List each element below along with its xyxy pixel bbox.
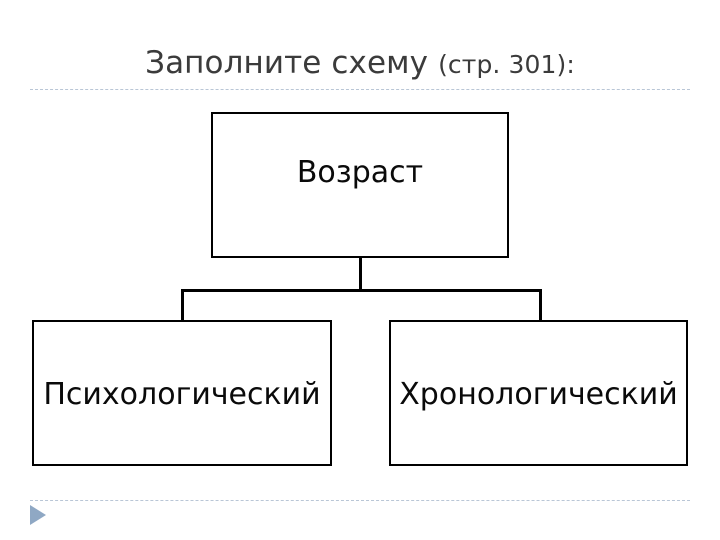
page-title: Заполните схему (стр. 301): <box>0 44 720 84</box>
diagram-node-child-0: Психологический <box>32 320 332 466</box>
connector-stem <box>359 257 362 292</box>
diagram-node-child-0-label: Психологический <box>43 377 321 412</box>
page-title-reference: (стр. 301): <box>438 50 575 79</box>
diagram-node-root: Возраст <box>211 112 509 258</box>
connector-drop-right <box>539 289 542 322</box>
title-divider-top <box>30 89 690 90</box>
page-title-main: Заполните схему <box>145 45 429 81</box>
connector-horizontal-bar <box>181 289 542 292</box>
diagram-node-child-1: Хронологический <box>389 320 688 466</box>
connector-drop-left <box>181 289 184 322</box>
diagram-node-child-1-label: Хронологический <box>399 377 678 412</box>
diagram-node-root-label: Возраст <box>296 155 424 190</box>
play-triangle-icon <box>30 505 46 525</box>
footer-divider-bottom <box>30 500 690 501</box>
